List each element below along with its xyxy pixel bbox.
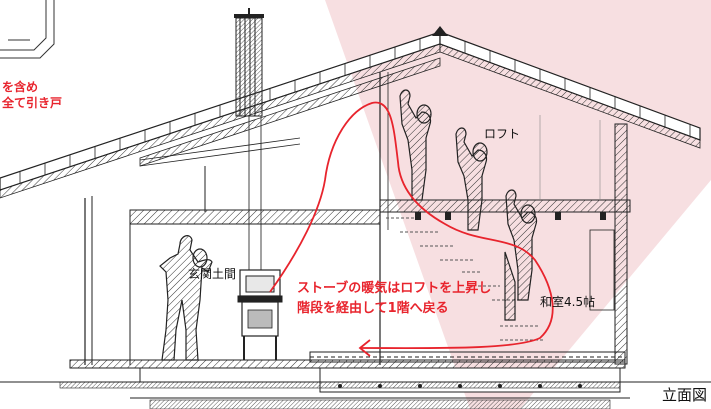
entrance-label: 玄関土間 xyxy=(188,267,237,281)
human-figures xyxy=(159,89,538,361)
ceiling-lights xyxy=(415,212,606,220)
airflow-caption-line1: ストーブの暖気はロフトを上昇し xyxy=(297,281,492,296)
plan-inset xyxy=(0,0,55,59)
plan-note-line2: 全て引き戸 xyxy=(2,96,63,110)
staircase xyxy=(386,217,545,341)
loft-label: ロフト xyxy=(484,127,521,141)
foundation xyxy=(0,351,711,409)
wood-stove xyxy=(237,269,283,360)
building-frame xyxy=(84,72,631,365)
view-title: 立面図 xyxy=(662,386,708,404)
plan-note-line1: を含め xyxy=(2,80,39,94)
chimney xyxy=(234,8,264,270)
tatami-room-label: 和室4.5帖 xyxy=(540,295,596,309)
airflow-caption-line2: 階段を経由して1階へ戻る xyxy=(297,301,449,316)
roof xyxy=(0,26,701,199)
airflow-arrow xyxy=(269,101,554,357)
